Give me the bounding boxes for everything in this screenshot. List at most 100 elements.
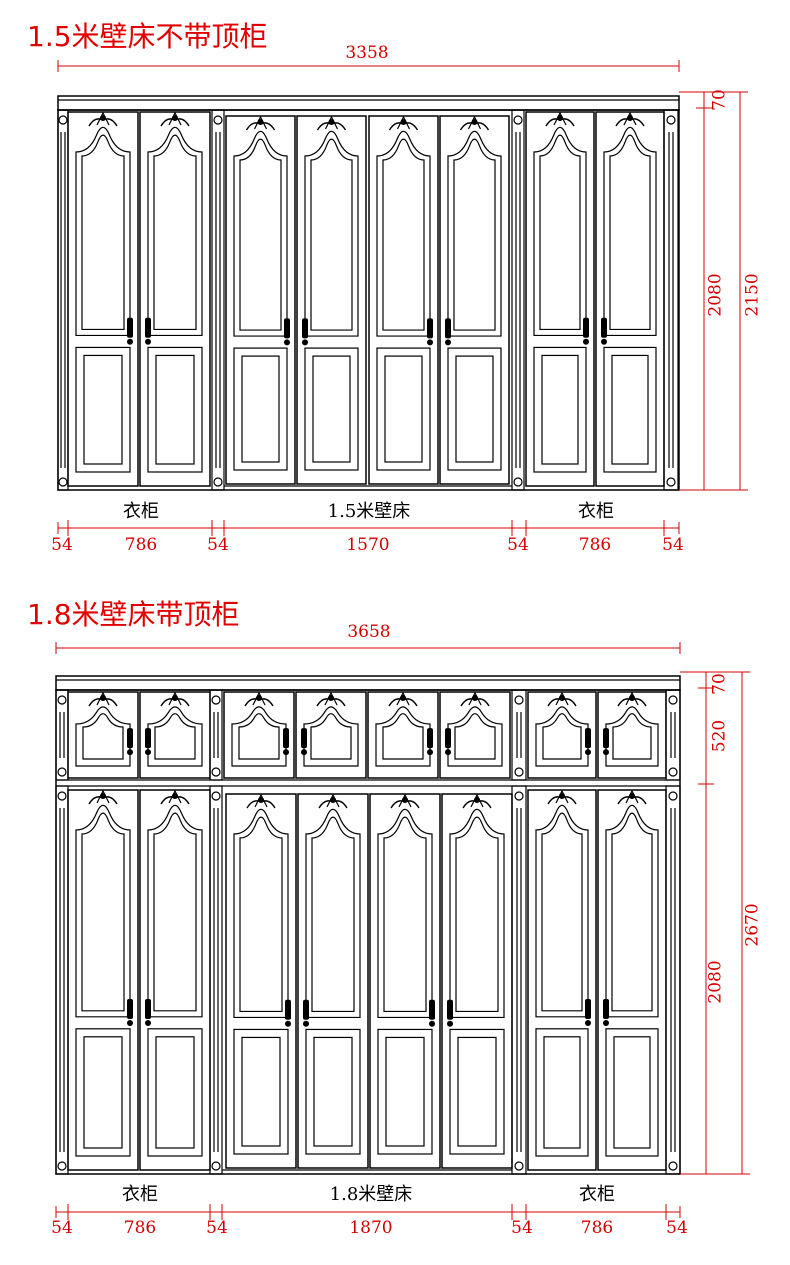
upper-arch-inner bbox=[455, 816, 499, 1013]
lower-panel-inner bbox=[155, 1036, 195, 1149]
upper-arch-panel bbox=[447, 130, 502, 337]
pilaster-base bbox=[513, 477, 523, 487]
top-arch-panel bbox=[231, 706, 287, 767]
pilaster-base bbox=[668, 767, 678, 777]
carved-crest bbox=[462, 793, 492, 809]
handle-icon bbox=[427, 728, 433, 749]
pilaster-rosette bbox=[514, 695, 524, 705]
upper-arch-panel bbox=[603, 126, 657, 337]
cabinet-door bbox=[139, 789, 211, 1171]
door-frame bbox=[225, 115, 296, 485]
handle-icon bbox=[301, 728, 307, 749]
diagram-2: 1.8米壁床带顶柜 3658 70 520 2080 2670 衣柜 1.8米壁… bbox=[27, 598, 763, 1238]
door-frame bbox=[595, 111, 665, 487]
cabinet-door bbox=[139, 111, 211, 487]
lower-panel bbox=[75, 346, 131, 473]
lower-panel bbox=[603, 346, 657, 473]
pilaster-rosette bbox=[514, 791, 524, 801]
cabinet-door bbox=[295, 691, 367, 779]
handle-icon bbox=[283, 728, 289, 749]
lower-panel-inner bbox=[541, 354, 579, 465]
pilaster-frame bbox=[209, 785, 223, 1175]
upper-arch-panel bbox=[305, 808, 361, 1019]
upper-arch-panel bbox=[147, 126, 203, 337]
handle-knob-icon bbox=[445, 339, 451, 346]
upper-arch-panel bbox=[233, 808, 289, 1019]
crest-leaf bbox=[625, 691, 639, 706]
pilaster-rosette bbox=[57, 695, 67, 705]
crest-leaf bbox=[396, 115, 411, 130]
handle-knob-icon bbox=[603, 749, 609, 756]
diagram-2-width-6: 54 bbox=[666, 1218, 688, 1238]
lower-panel bbox=[376, 347, 431, 471]
upper-arch-inner bbox=[311, 816, 355, 1013]
upper-arch-panel bbox=[304, 130, 359, 337]
pilaster-base bbox=[57, 767, 67, 777]
crest-leaf bbox=[96, 111, 110, 126]
cabinet-door bbox=[439, 691, 511, 779]
lower-panel bbox=[147, 346, 203, 473]
carved-crest bbox=[160, 111, 190, 127]
upper-arch-panel bbox=[147, 804, 203, 1018]
cabinet-door bbox=[297, 793, 369, 1169]
crest-leaf bbox=[326, 793, 340, 808]
handle-knob-icon bbox=[145, 749, 151, 756]
upper-arch-panel bbox=[377, 808, 433, 1019]
handle-knob-icon bbox=[583, 338, 589, 345]
upper-arch-panel bbox=[449, 808, 505, 1019]
lower-panel-inner bbox=[313, 1036, 353, 1147]
handle-icon bbox=[285, 999, 291, 1020]
crest-leaf bbox=[254, 793, 268, 808]
pilaster-frame bbox=[211, 109, 225, 491]
handle-icon bbox=[445, 318, 451, 339]
pilaster-frame bbox=[511, 689, 527, 781]
diagram-1-label-right: 衣柜 bbox=[578, 501, 614, 522]
pilaster bbox=[57, 109, 69, 491]
upper-arch-inner bbox=[383, 816, 427, 1013]
upper-arch-panel bbox=[75, 804, 131, 1018]
carved-crest bbox=[388, 115, 419, 131]
carved-crest bbox=[160, 789, 190, 805]
pilaster-frame bbox=[665, 785, 681, 1175]
carved-crest bbox=[316, 115, 347, 131]
lower-panel-inner bbox=[613, 1036, 651, 1149]
upper-arch-panel bbox=[75, 126, 131, 337]
lower-panel bbox=[533, 346, 587, 473]
carved-crest bbox=[390, 793, 420, 809]
carved-crest bbox=[160, 691, 190, 707]
handle-icon bbox=[585, 728, 591, 749]
handle-icon bbox=[603, 728, 609, 749]
handle-icon bbox=[427, 318, 433, 339]
cabinet-door bbox=[67, 111, 139, 487]
upper-arch-inner bbox=[611, 812, 653, 1012]
pilaster bbox=[511, 109, 525, 491]
door-frame bbox=[369, 793, 441, 1169]
carved-crest bbox=[246, 793, 276, 809]
upper-arch-inner bbox=[81, 812, 125, 1012]
diagram-2-height-top: 70 bbox=[710, 673, 730, 695]
crest-leaf bbox=[468, 691, 482, 706]
upper-arch-panel bbox=[376, 130, 431, 337]
diagram-2-width-4: 54 bbox=[511, 1218, 533, 1238]
door-frame bbox=[139, 789, 211, 1171]
pilaster-base bbox=[58, 477, 68, 487]
pilaster-rosette bbox=[668, 791, 678, 801]
handle-knob-icon bbox=[302, 339, 308, 346]
upper-arch-inner bbox=[541, 812, 583, 1012]
cabinet-door bbox=[369, 793, 441, 1169]
top-arch-inner bbox=[82, 713, 124, 760]
upper-arch-inner bbox=[81, 134, 125, 331]
handle-icon bbox=[127, 317, 133, 338]
handle-icon bbox=[583, 317, 589, 338]
top-arch-panel bbox=[605, 706, 659, 767]
cabinet-door bbox=[439, 115, 510, 485]
handle-knob-icon bbox=[427, 749, 433, 756]
pilaster-base bbox=[213, 477, 223, 487]
lower-panel bbox=[147, 1028, 203, 1157]
handle-icon bbox=[585, 999, 591, 1019]
diagram-1-linework bbox=[57, 60, 748, 536]
crest-leaf bbox=[324, 115, 339, 130]
crest-leaf bbox=[168, 691, 182, 706]
carved-crest bbox=[459, 115, 490, 131]
handle-icon bbox=[127, 999, 133, 1019]
